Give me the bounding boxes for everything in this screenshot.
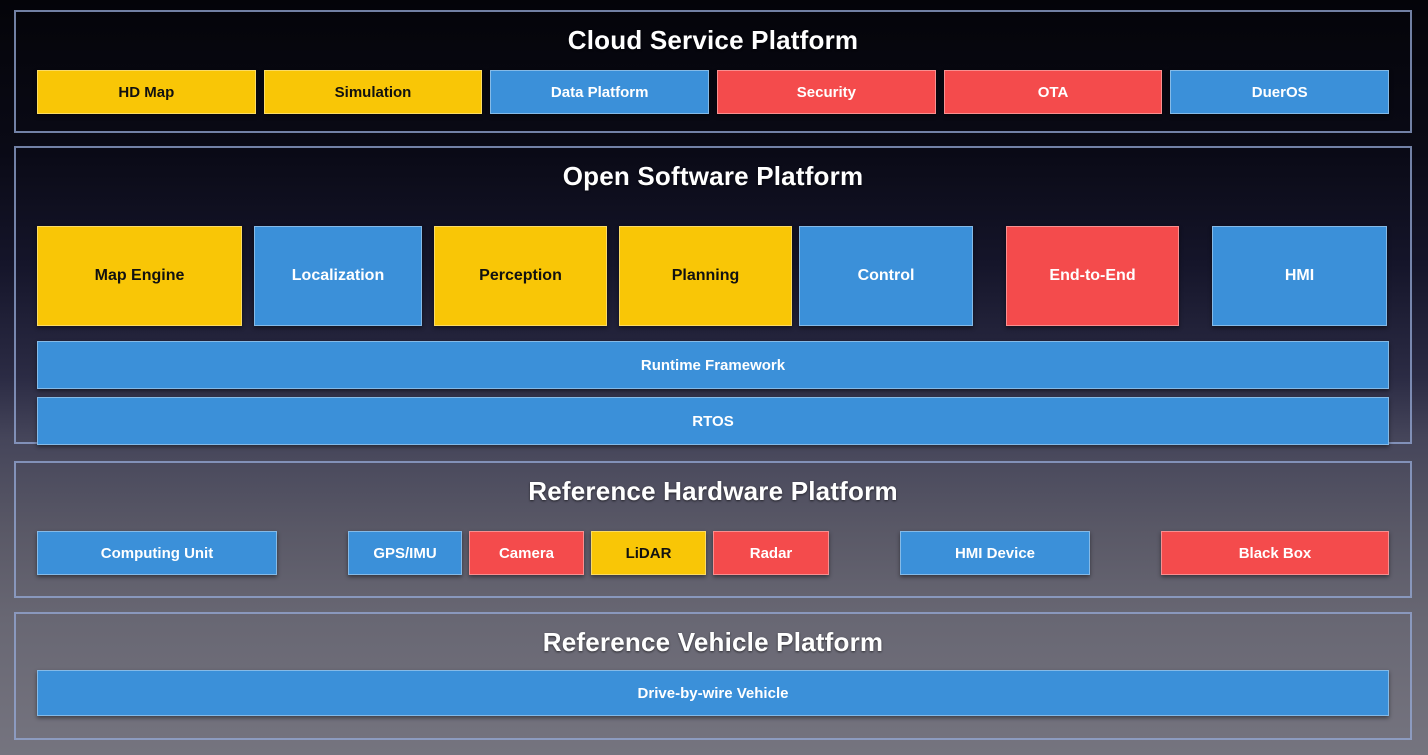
box-radar: Radar [713,531,829,575]
software-section-title: Open Software Platform [562,161,864,191]
box-data-platform: Data Platform [490,70,710,114]
hardware-items-row: Computing Unit GPS/IMU Camera LiDAR Rada… [16,531,1410,575]
box-hmi-device: HMI Device [900,531,1090,575]
box-lidar: LiDAR [591,531,706,575]
sensor-group: GPS/IMU Camera LiDAR Radar [348,531,829,575]
cloud-service-platform-section: Cloud Service Platform HD Map Simulation… [14,10,1412,133]
box-planning: Planning [619,226,792,326]
box-gps-imu: GPS/IMU [348,531,462,575]
box-runtime-framework: Runtime Framework [37,341,1389,389]
box-hmi: HMI [1212,226,1387,326]
box-localization: Localization [254,226,422,326]
box-ota: OTA [943,70,1163,114]
box-map-engine: Map Engine [37,226,242,326]
software-modules-row: Map Engine Localization Perception Plann… [16,226,1410,326]
box-computing-unit: Computing Unit [37,531,277,575]
vehicle-section-title: Reference Vehicle Platform [542,627,884,657]
reference-vehicle-platform-section: Reference Vehicle Platform Drive-by-wire… [14,612,1412,740]
box-rtos: RTOS [37,397,1389,445]
hardware-section-title: Reference Hardware Platform [528,476,898,506]
box-black-box: Black Box [1161,531,1389,575]
box-dueros: DuerOS [1170,70,1390,114]
cloud-section-title: Cloud Service Platform [567,25,859,55]
box-hd-map: HD Map [37,70,256,114]
cloud-items-row: HD Map Simulation Data Platform Security… [16,70,1410,114]
box-drive-by-wire-vehicle: Drive-by-wire Vehicle [37,670,1389,716]
box-end-to-end: End-to-End [1006,226,1179,326]
box-control: Control [799,226,973,326]
open-software-platform-section: Open Software Platform Map Engine Locali… [14,146,1412,445]
box-perception: Perception [434,226,607,326]
reference-hardware-platform-section: Reference Hardware Platform Computing Un… [14,461,1412,598]
box-camera: Camera [469,531,584,575]
box-security: Security [717,70,936,114]
box-simulation: Simulation [263,70,483,114]
